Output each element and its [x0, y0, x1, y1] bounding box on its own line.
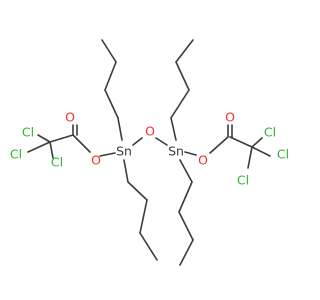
bond-cl-c-left-mid — [27, 141, 51, 153]
bond-sn-right-butyl-up-1 — [170, 117, 177, 141]
bond-o-sn-left — [99, 152, 116, 157]
molecule-svg: Cl Cl Cl O O Sn O Sn O O Cl Cl Cl — [10, 39, 289, 266]
atom-o-carbonyl-right: O — [225, 110, 235, 125]
atom-o-ester-right: O — [198, 153, 208, 168]
bond-sn-left-butyl-down-2 — [127, 181, 148, 201]
bond-sn-left-butyl-up-1 — [117, 117, 123, 141]
structure-diagram: Cl Cl Cl O O Sn O Sn O O Cl Cl Cl — [10, 39, 289, 266]
atom-labels: Cl Cl Cl O O Sn O Sn O O Cl Cl Cl — [10, 110, 289, 188]
bonds — [27, 39, 271, 266]
bond-cl-c-left-bottom — [49, 141, 54, 159]
bond-sn-left-butyl-down-4 — [139, 232, 158, 261]
bond-c-o-ester-left — [72, 134, 91, 153]
bond-sn-right-butyl-down-2 — [178, 181, 193, 213]
bond-c-cl-right-top — [251, 137, 263, 148]
bond-sn-right-butyl-down-4 — [179, 239, 194, 266]
bond-o-sn-bridge-right — [155, 137, 168, 146]
atom-cl-right-bottom: Cl — [237, 173, 249, 188]
bond-sn-right-butyl-down-3 — [178, 211, 194, 241]
bond-sn-left-butyl-down-1 — [123, 159, 129, 183]
atom-sn-left: Sn — [116, 144, 132, 159]
bond-sn-left-butyl-up-2 — [104, 89, 119, 119]
bond-ccl3-c-left — [49, 134, 74, 143]
bond-sn-o-right — [184, 151, 197, 156]
bond-c-ccl3-right — [229, 136, 253, 148]
bond-sn-right-butyl-up-2 — [170, 89, 190, 119]
atom-cl-left-top: Cl — [22, 125, 34, 140]
atom-cl-left-bottom: Cl — [51, 155, 63, 170]
bond-sn-o-bridge-left — [132, 137, 143, 146]
atom-cl-left-mid: Cl — [10, 147, 22, 162]
bond-sn-left-butyl-down-3 — [139, 199, 148, 234]
bond-cl-c-left-top — [37, 134, 51, 143]
atom-o-bridge: O — [145, 124, 155, 139]
atom-sn-right: Sn — [168, 144, 184, 159]
atom-o-carbonyl-left: O — [65, 110, 75, 125]
bond-sn-right-butyl-up-3 — [175, 61, 190, 91]
bond-o-c-ester-right — [209, 136, 229, 154]
bond-sn-right-butyl-up-4 — [175, 39, 194, 63]
atom-cl-right-top: Cl — [264, 125, 276, 140]
bond-sn-left-butyl-up-4 — [101, 39, 117, 63]
atom-o-ester-left: O — [91, 153, 101, 168]
atom-cl-right-mid: Cl — [277, 147, 289, 162]
bond-sn-left-butyl-up-3 — [104, 61, 117, 91]
bond-c-cl-right-mid — [251, 146, 271, 157]
bond-c-cl-right-bottom — [247, 146, 253, 169]
bond-sn-right-butyl-down-1 — [179, 159, 193, 183]
